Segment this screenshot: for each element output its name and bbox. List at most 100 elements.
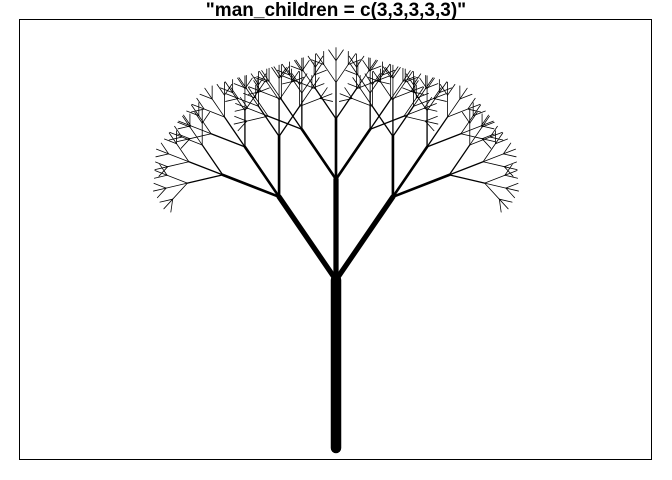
tree-branch-level-5 [502,148,516,155]
tree-branch-level-5 [182,115,191,128]
tree-branch-level-4 [246,115,269,122]
tree-branch-level-5 [439,83,448,96]
tree-branch-level-4 [357,74,371,94]
tree-branch-level-4 [189,133,212,140]
tree-branch-level-4 [176,143,190,163]
tree-branch-level-5 [469,111,478,124]
tree-branch-level-5 [155,153,170,158]
tree-branch-level-4 [390,91,412,100]
tree-branch-level-5 [413,73,422,85]
tree-branch-level-3 [223,116,246,148]
tree-branch-level-5 [505,187,516,199]
tree-branch-level-5 [194,111,203,124]
tree-branch-level-3 [448,174,486,184]
tree-branch-level-4 [255,97,269,117]
tree-branch-level-5 [392,67,401,79]
tree-branch-level-5 [180,138,191,149]
tree-branch-level-5 [335,49,344,62]
tree-branch-level-5 [191,103,205,110]
tree-branch-level-5 [494,138,508,145]
tree-branch-level-5 [244,77,253,90]
tree-branch-level-5 [169,131,183,138]
tree-branch-level-4 [356,70,370,90]
tree-branch-level-4 [447,98,461,118]
tree-branch-level-5 [177,133,191,140]
tree-branch-level-4 [335,64,349,83]
tree-branch-level-4 [278,81,292,101]
tree-branch-level-5 [382,66,392,78]
tree-branch-level-5 [504,174,519,179]
tree-branch-level-5 [239,97,249,109]
tree-branch-level-5 [505,187,519,192]
tree-branch-level-4 [482,143,496,163]
tree-branch-level-5 [159,164,168,176]
tree-branch-level-4 [460,115,474,135]
tree-branch-level-5 [258,73,267,85]
tree-branch-level-4 [198,115,212,135]
tree-branch-level-5 [170,198,174,213]
tree-branch-level-5 [328,49,337,62]
tree-branch-level-5 [415,93,429,99]
tree-branch-level-5 [438,87,452,94]
tree-branch-level-4 [190,125,212,135]
tree-branch-level-4 [482,161,505,168]
tree-branch-level-5 [153,182,167,189]
tree-branch-level-4 [181,136,203,146]
tree-branch-level-5 [382,63,391,76]
tree-branch-level-5 [290,76,304,83]
tree-branch-level-5 [315,55,324,68]
tree-branch-level-5 [191,108,205,113]
tree-branch-level-4 [211,98,225,118]
tree-branch-level-3 [369,115,405,130]
tree-branch-level-5 [376,75,390,82]
tree-branch-level-4 [390,80,404,100]
tree-branch-level-5 [481,138,496,143]
tree-branch-level-5 [415,86,425,99]
tree-branch-level-5 [201,111,211,124]
tree-branch-level-5 [291,73,300,85]
tree-branch-level-3 [280,98,303,130]
tree-branch-level-4 [469,126,483,146]
tree-branch-level-4 [244,92,258,111]
tree-branch-level-5 [347,53,357,65]
tree-branch-level-4 [299,98,321,107]
tree-branch-level-5 [313,63,322,76]
tree-branch-level-5 [461,111,471,124]
tree-branch-level-5 [191,104,200,117]
tree-branch-level-5 [498,198,509,210]
tree-branch-level-5 [402,70,411,82]
tree-branch-level-5 [503,161,517,168]
tree-branch-level-5 [498,198,502,213]
tree-branch-level-5 [153,187,167,192]
tree-branch-level-5 [423,107,438,112]
tree-branch-level-5 [368,59,377,72]
tree-branch-level-5 [311,77,320,89]
tree-branch-level-5 [498,198,513,203]
tree-branch-level-4 [447,108,469,118]
tree-branch-level-5 [164,138,178,145]
tree-branch-level-5 [425,77,434,89]
tree-branch-level-5 [155,161,169,168]
tree-branch-level-4 [380,81,394,101]
tree-branch-level-5 [196,97,205,110]
tree-branch-level-5 [438,81,448,94]
tree-branch-level-4 [172,182,188,200]
tree-branch-level-5 [158,166,169,177]
tree-branch-level-4 [413,88,427,107]
tree-branch-level-5 [271,67,280,79]
tree-branch-level-3 [371,105,394,137]
tree-branch-level-5 [230,87,239,99]
tree-branch-level-5 [278,67,287,79]
tree-branch-level-5 [319,87,328,99]
tree-branch-level-5 [382,69,396,76]
tree-branch-level-5 [504,170,518,176]
tree-branch-level-5 [502,153,517,158]
tree-branch-level-5 [489,136,504,141]
tree-branch-level-5 [168,136,183,141]
tree-branch-level-5 [347,59,361,65]
tree-branch-level-5 [459,93,473,100]
tree-branch-level-1 [276,194,339,283]
tree-branch-level-4 [403,97,417,117]
tree-branch-level-5 [410,80,419,92]
tree-branch-level-4 [369,74,383,94]
